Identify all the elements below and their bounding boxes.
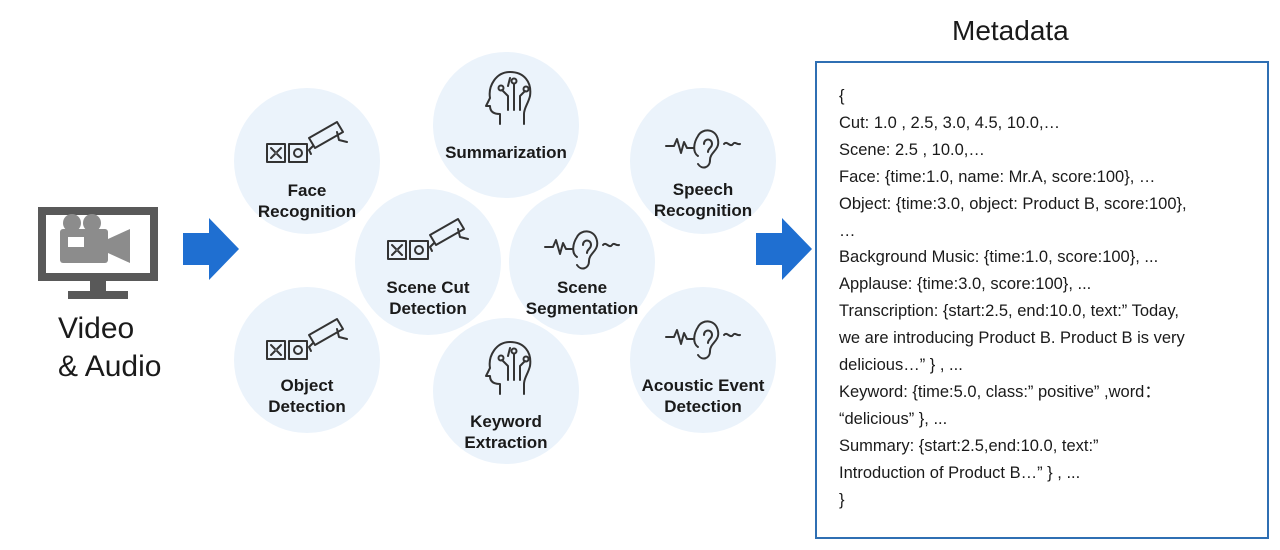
metadata-line: Introduction of Product B…” } , ... — [839, 463, 1081, 482]
arrow-right-icon — [183, 218, 239, 280]
metadata-line: Transcription: {start:2.5, end:10.0, tex… — [839, 302, 1179, 321]
source-label-audio: & Audio — [58, 350, 162, 383]
metadata-line: “delicious” }, ... — [839, 409, 948, 428]
metadata-line: } — [839, 490, 845, 509]
metadata-line: we are introducing Product B. Product B … — [839, 329, 1185, 348]
metadata-line: { — [839, 87, 845, 105]
node-label-line: Summarization — [445, 143, 567, 162]
node-label-line: Recognition — [257, 202, 357, 221]
metadata-line: Applause: {time:3.0, score:100}, ... — [839, 275, 1092, 294]
ear-waveform-icon — [665, 320, 741, 360]
metadata-line: Scene: 2.5 , 10.0,… — [839, 140, 985, 159]
metadata-line: Face: {time:1.0, name: Mr.A, score:100},… — [839, 167, 1156, 186]
node-label-line: Detection — [389, 299, 467, 318]
node-label-line: Object — [280, 376, 334, 395]
video-camera-monitor-icon — [38, 207, 158, 299]
face-camera-icon — [266, 121, 348, 163]
metadata-line: Cut: 1.0 , 2.5, 3.0, 4.5, 10.0,… — [839, 113, 1061, 132]
node-label-line: Detection — [268, 397, 346, 416]
metadata-panel: { Cut: 1.0 , 2.5, 3.0, 4.5, 10.0,… Scene… — [815, 61, 1269, 539]
metadata-title: Metadata — [952, 15, 1069, 46]
node-summarization: Summarization — [433, 52, 579, 198]
metadata-line: … — [839, 221, 856, 240]
node-label-line: Face — [287, 181, 327, 200]
metadata-lines: { Cut: 1.0 , 2.5, 3.0, 4.5, 10.0,… Scene… — [839, 83, 1267, 514]
metadata-line: Background Music: {time:1.0, score:100},… — [839, 248, 1159, 267]
node-label-line: Speech — [672, 180, 734, 199]
node-acoustic-event-detection: Acoustic Event Detection — [630, 287, 776, 433]
node-label-line: Keyword — [470, 412, 542, 431]
metadata-line: delicious…” } , ... — [839, 356, 963, 375]
ear-waveform-icon — [544, 230, 620, 270]
node-scene-segmentation: Scene Segmentation — [509, 189, 655, 335]
node-face-recognition: Face Recognition — [234, 88, 380, 234]
node-label-line: Segmentation — [525, 299, 639, 318]
node-label-line: Scene — [556, 278, 608, 297]
node-keyword-extraction: Keyword Extraction — [433, 318, 579, 464]
object-camera-icon — [266, 318, 348, 360]
node-label-line: Recognition — [653, 201, 753, 220]
source-label-video: Video — [58, 312, 135, 345]
metadata-line: Keyword: {time:5.0, class:” positive” ,w… — [839, 382, 1161, 401]
scene-cut-camera-icon — [387, 218, 469, 260]
brain-head-icon — [485, 71, 532, 125]
node-label-line: Detection — [664, 397, 742, 416]
node-label-line: Acoustic Event — [641, 376, 765, 395]
arrow-right-icon — [756, 218, 812, 280]
brain-head-icon — [485, 341, 532, 395]
node-scene-cut-detection: Scene Cut Detection — [355, 189, 501, 335]
node-speech-recognition: Speech Recognition — [630, 88, 776, 234]
ear-waveform-icon — [665, 129, 741, 169]
node-object-detection: Object Detection — [234, 287, 380, 433]
node-label-line: Extraction — [464, 433, 548, 452]
node-label-line: Scene Cut — [386, 278, 470, 297]
metadata-line: Object: {time:3.0, object: Product B, sc… — [839, 194, 1187, 213]
metadata-line: Summary: {start:2.5,end:10.0, text:” — [839, 436, 1099, 455]
